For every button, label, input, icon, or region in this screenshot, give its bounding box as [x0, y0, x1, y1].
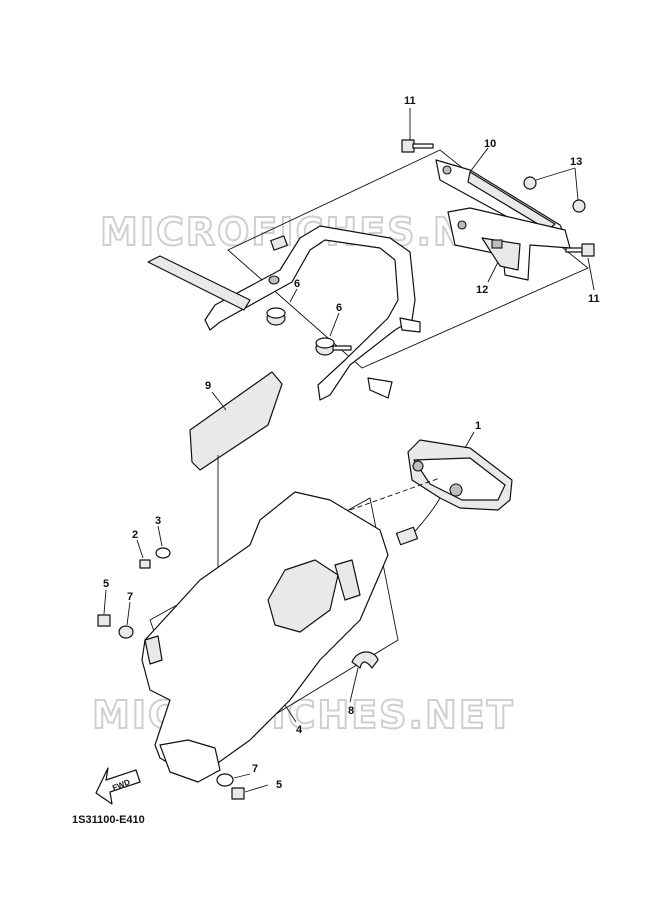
damper-part-6-b	[315, 337, 352, 356]
leader-lines	[103, 108, 595, 793]
callout-7-bottom: 7	[252, 763, 258, 775]
clamp-part-8	[351, 651, 379, 669]
callout-11-right: 11	[588, 293, 600, 305]
diagram-code: 1S31100-E410	[72, 814, 145, 826]
callout-7-left: 7	[127, 591, 133, 603]
callout-8: 8	[348, 705, 354, 717]
tail-light-part-1	[395, 439, 513, 546]
callout-6-a: 6	[294, 278, 300, 290]
callout-4: 4	[296, 724, 303, 736]
upper-assembly-plane	[227, 149, 589, 369]
bolt-part-5-bottom	[231, 787, 245, 800]
callout-2: 2	[132, 529, 138, 541]
callout-13: 13	[570, 156, 582, 168]
seal-sheet-part-9	[189, 371, 283, 471]
damper-part-6-a	[266, 275, 286, 326]
nut-part-13-a	[523, 176, 537, 190]
washer-part-3	[155, 547, 171, 559]
rear-fender-part-4	[141, 491, 389, 783]
license-bracket-part-12	[447, 207, 571, 281]
dash-line-1	[349, 477, 441, 511]
callout-11-top: 11	[404, 95, 416, 107]
bolt-part-5-left	[97, 614, 111, 627]
callout-10: 10	[484, 138, 496, 150]
callout-12: 12	[476, 284, 488, 296]
callout-5-bottom: 5	[276, 779, 282, 791]
callout-1: 1	[475, 420, 481, 432]
nut-part-13-b	[572, 199, 586, 213]
bolt-part-11-right	[565, 243, 595, 257]
forward-arrow-icon: FWD	[95, 767, 141, 805]
screw-part-2	[139, 559, 151, 569]
collar-part-7-left	[118, 625, 134, 639]
license-bracket-part-10	[435, 159, 569, 243]
callout-6-b: 6	[336, 302, 342, 314]
callout-3: 3	[155, 515, 161, 527]
rear-grab-bar	[147, 225, 421, 401]
bolt-part-11-top	[401, 139, 434, 153]
callout-9: 9	[205, 380, 211, 392]
collar-part-7-bottom	[216, 773, 234, 787]
watermark-bottom: MICROFICHES.NET	[92, 693, 515, 737]
callout-5-left: 5	[103, 578, 109, 590]
